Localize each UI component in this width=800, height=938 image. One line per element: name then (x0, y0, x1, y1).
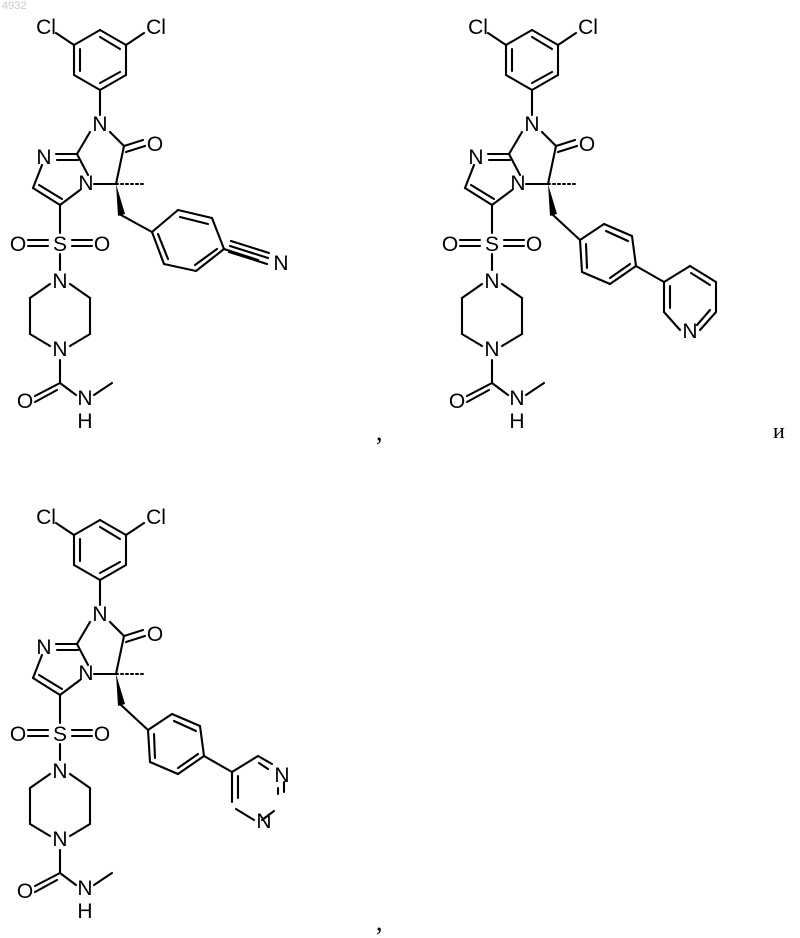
oxygen-label: O (10, 233, 26, 256)
nitrogen-label: N (36, 636, 51, 659)
chlorine-label: Cl (146, 16, 166, 39)
oxygen-label: O (94, 233, 110, 256)
hydrogen-label: H (509, 410, 524, 433)
structure-3: Cl Cl N N N O S O O N N O N H N N (10, 506, 290, 923)
chlorine-label: Cl (36, 16, 56, 39)
nitrogen-label: N (509, 387, 524, 410)
atom-labels: Cl Cl N N N O S O O N N O N H N (10, 16, 289, 433)
nitrogen-label: N (36, 146, 51, 169)
atom-labels: Cl Cl N N N O S O O N N O N H N N (10, 506, 290, 923)
conjunction-text: и (773, 418, 785, 443)
nitrogen-label: N (256, 810, 271, 833)
nitrogen-label: N (524, 113, 539, 136)
chlorine-label: Cl (146, 506, 166, 529)
nitrogen-label: N (484, 338, 499, 361)
nitrogen-label: N (52, 828, 67, 851)
comma-separator: , (376, 907, 383, 936)
nitrogen-label: N (52, 270, 67, 293)
structure-1: Cl Cl N N N O S O O N N O N H N (10, 16, 289, 433)
nitrogen-label: N (92, 113, 107, 136)
nitrogen-label: N (484, 270, 499, 293)
oxygen-label: O (10, 723, 26, 746)
oxygen-label: O (449, 390, 465, 413)
nitrogen-label: N (510, 172, 525, 195)
chlorine-label: Cl (578, 16, 598, 39)
sulfur-label: S (53, 723, 67, 746)
chlorine-label: Cl (36, 506, 56, 529)
oxygen-label: O (94, 723, 110, 746)
nitrogen-label: N (77, 387, 92, 410)
sulfur-label: S (53, 233, 67, 256)
chlorine-label: Cl (468, 16, 488, 39)
nitrogen-label: N (682, 320, 697, 343)
nitrogen-label: N (273, 252, 288, 275)
nitrogen-label: N (52, 760, 67, 783)
oxygen-label: O (526, 233, 542, 256)
hydrogen-label: H (77, 900, 92, 923)
nitrogen-label: N (77, 877, 92, 900)
oxygen-label: O (17, 880, 33, 903)
oxygen-label: O (147, 133, 163, 156)
nitrogen-label: N (52, 338, 67, 361)
hydrogen-label: H (77, 410, 92, 433)
structure-2: Cl Cl N N N O S O O N N O N H N (442, 16, 716, 433)
nitrogen-label: N (92, 603, 107, 626)
sulfur-label: S (485, 233, 499, 256)
comma-separator: , (376, 417, 383, 446)
nitrogen-label: N (78, 172, 93, 195)
oxygen-label: O (17, 390, 33, 413)
nitrogen-label: N (468, 146, 483, 169)
atom-labels: Cl Cl N N N O S O O N N O N H N (442, 16, 698, 433)
nitrogen-label: N (274, 764, 289, 787)
nitrogen-label: N (78, 662, 93, 685)
oxygen-label: O (579, 133, 595, 156)
oxygen-label: O (442, 233, 458, 256)
oxygen-label: O (147, 623, 163, 646)
